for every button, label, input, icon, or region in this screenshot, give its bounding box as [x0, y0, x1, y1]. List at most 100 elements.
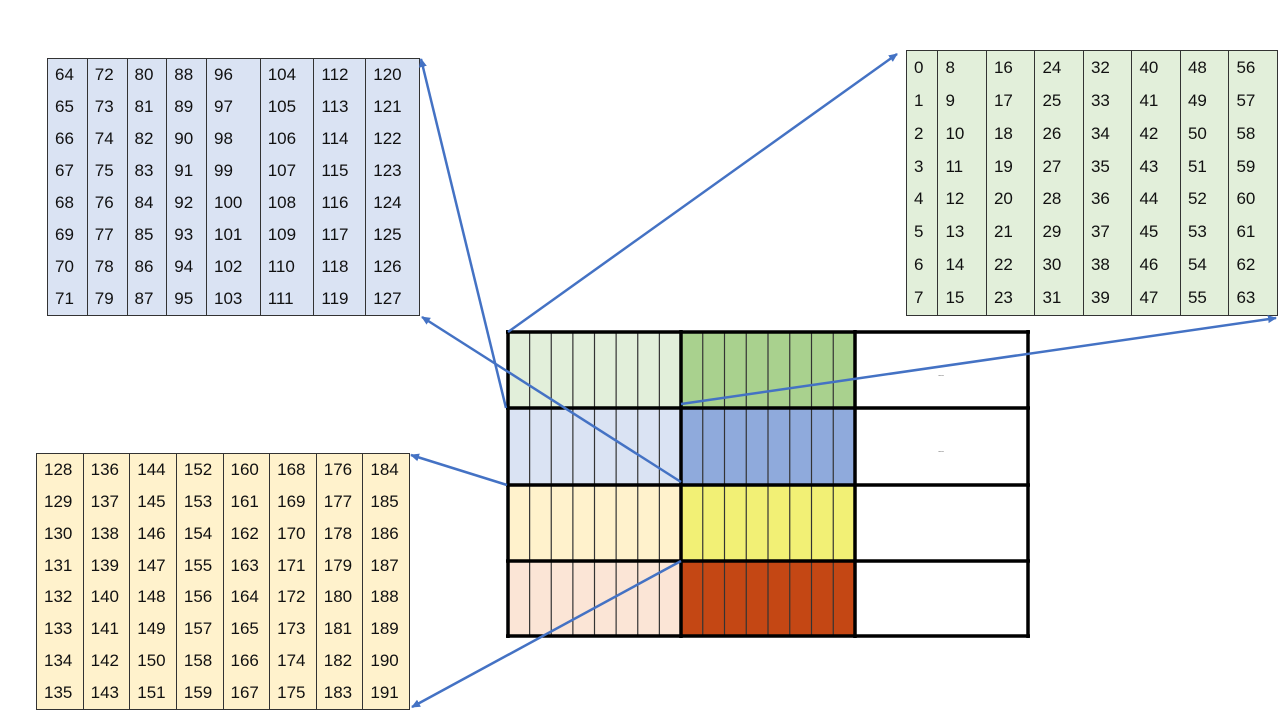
index-cell: 66: [47, 123, 88, 156]
index-cell: 31: [1034, 281, 1084, 316]
index-cell: 110: [259, 250, 315, 283]
index-cell: 59: [1228, 150, 1278, 183]
index-cell: 145: [129, 486, 177, 518]
index-cell: 191: [362, 676, 410, 710]
index-cell: 127: [365, 282, 420, 316]
index-cell: 74: [86, 123, 128, 156]
index-cell: 185: [362, 486, 410, 518]
block-r3-c3: [855, 485, 1028, 561]
arrow-to-green-table-bottom: [680, 315, 1277, 406]
index-cell: 120: [365, 58, 420, 92]
index-cell: 139: [82, 549, 131, 582]
index-cell: 2: [905, 117, 939, 151]
block-r4-c3: [855, 561, 1028, 636]
index-cell: 147: [129, 549, 177, 582]
index-cell: 114: [313, 123, 367, 156]
index-cell: 82: [126, 123, 168, 156]
index-cell: 98: [206, 123, 261, 156]
index-cell: 160: [222, 453, 271, 487]
index-cell: 51: [1179, 150, 1230, 183]
index-cell: 17: [985, 84, 1036, 118]
index-cell: 141: [82, 613, 131, 646]
index-cell: 112: [313, 58, 367, 92]
index-cell: 184: [362, 453, 410, 487]
arrow-to-green-table-top: [507, 52, 898, 334]
index-cell: 157: [175, 613, 224, 646]
arrow-to-yellow-table-bottom: [411, 559, 682, 709]
index-cell: 159: [175, 676, 224, 710]
index-cell: 56: [1228, 50, 1278, 85]
index-cell: 162: [222, 517, 271, 550]
ellipsis-row1: ...: [938, 371, 944, 378]
index-cell: 47: [1131, 281, 1181, 316]
index-cell: 111: [259, 282, 315, 316]
index-cell: 37: [1082, 215, 1133, 249]
arrow-to-yellow-table-top: [410, 453, 508, 487]
index-cell: 130: [36, 517, 84, 550]
index-cell: 1: [905, 84, 939, 118]
index-cell: 60: [1228, 182, 1278, 216]
index-cell: 65: [47, 91, 88, 124]
index-cell: 176: [315, 453, 364, 487]
index-cell: 85: [126, 218, 168, 251]
index-cell: 86: [126, 250, 168, 283]
index-cell: 44: [1131, 182, 1181, 216]
index-cell: 32: [1082, 50, 1133, 85]
index-cell: 103: [206, 282, 261, 316]
index-cell: 13: [937, 215, 987, 249]
index-cell: 143: [82, 676, 131, 710]
index-cell: 67: [47, 155, 88, 187]
index-cell: 71: [47, 282, 88, 316]
index-cell: 171: [269, 549, 317, 582]
index-cell: 42: [1131, 117, 1181, 151]
index-cell: 94: [166, 250, 207, 283]
index-cell: 180: [315, 581, 364, 614]
index-cell: 34: [1082, 117, 1133, 151]
index-cell: 154: [175, 517, 224, 550]
index-cell: 24: [1034, 50, 1084, 85]
index-cell: 61: [1228, 215, 1278, 249]
index-cell: 29: [1034, 215, 1084, 249]
index-cell: 175: [269, 676, 317, 710]
index-cell: 16: [985, 50, 1036, 85]
index-cell: 172: [269, 581, 317, 614]
index-cell: 153: [175, 486, 224, 518]
index-cell: 43: [1131, 150, 1181, 183]
index-cell: 148: [129, 581, 177, 614]
index-cell: 169: [269, 486, 317, 518]
index-cell: 35: [1082, 150, 1133, 183]
index-cell: 73: [86, 91, 128, 124]
index-cell: 69: [47, 218, 88, 251]
index-cell: 55: [1179, 281, 1230, 316]
index-cell: 136: [82, 453, 131, 487]
index-cell: 23: [985, 281, 1036, 316]
index-cell: 123: [365, 155, 420, 187]
index-cell: 152: [175, 453, 224, 487]
index-cell: 7: [905, 281, 939, 316]
index-cell: 6: [905, 248, 939, 282]
index-cell: 75: [86, 155, 128, 187]
index-cell: 72: [86, 58, 128, 92]
index-cell: 105: [259, 91, 315, 124]
index-cell: 0: [905, 50, 939, 85]
index-cell: 78: [86, 250, 128, 283]
index-cell: 81: [126, 91, 168, 124]
index-cell: 119: [313, 282, 367, 316]
index-cell: 109: [259, 218, 315, 251]
index-cell: 156: [175, 581, 224, 614]
index-cell: 108: [259, 186, 315, 219]
index-cell: 155: [175, 549, 224, 582]
index-cell: 41: [1131, 84, 1181, 118]
index-cell: 113: [313, 91, 367, 124]
